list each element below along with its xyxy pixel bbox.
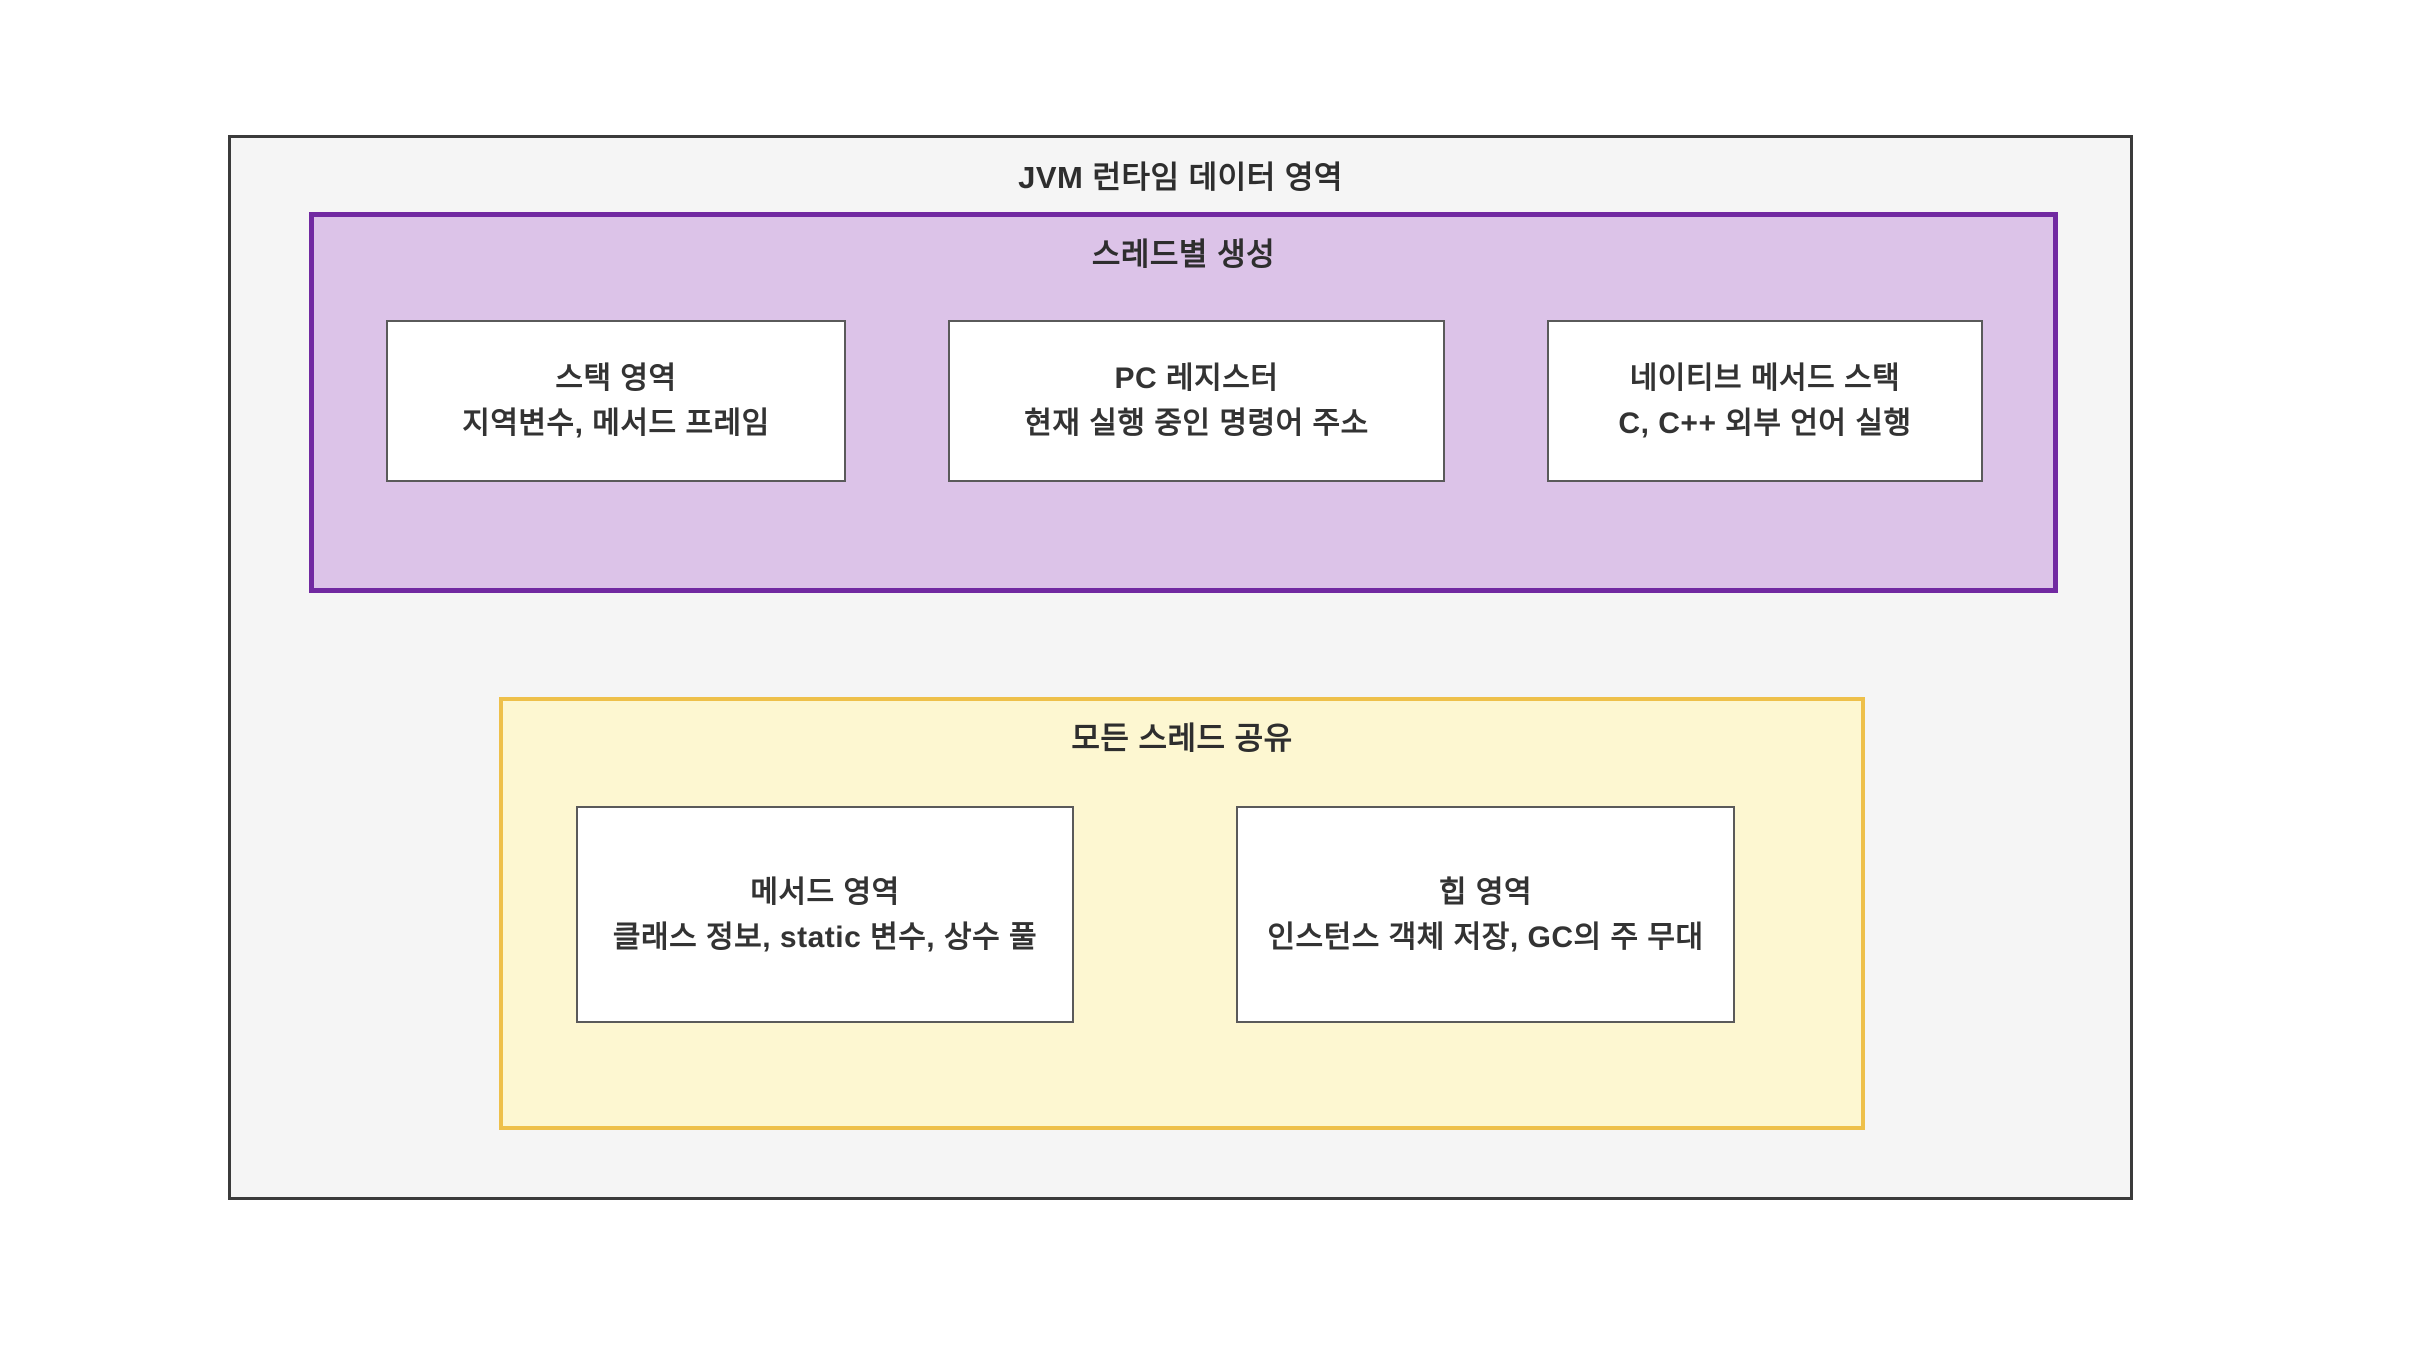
node-method-area-title: 메서드 영역 xyxy=(750,875,900,909)
group-all-threads-shared: 모든 스레드 공유 메서드 영역 클래스 정보, static 변수, 상수 풀… xyxy=(499,697,1865,1130)
node-pc-register: PC 레지스터 현재 실행 중인 명령어 주소 xyxy=(948,320,1445,482)
group-per-thread: 스레드별 생성 스택 영역 지역변수, 메서드 프레임 PC 레지스터 현재 실… xyxy=(309,212,2058,593)
node-native-method-stack-desc: C, C++ 외부 언어 실행 xyxy=(1618,407,1912,440)
diagram-title: JVM 런타임 데이터 영역 xyxy=(1018,160,1343,195)
node-heap-area-desc: 인스턴스 객체 저장, GC의 주 무대 xyxy=(1267,920,1704,954)
node-native-method-stack: 네이티브 메서드 스택 C, C++ 외부 언어 실행 xyxy=(1547,320,1983,482)
node-method-area-desc: 클래스 정보, static 변수, 상수 풀 xyxy=(612,920,1038,954)
node-pc-register-desc: 현재 실행 중인 명령어 주소 xyxy=(1024,407,1369,440)
node-stack-area-desc: 지역변수, 메서드 프레임 xyxy=(462,407,770,440)
node-stack-area-title: 스택 영역 xyxy=(555,362,677,395)
group-per-thread-title: 스레드별 생성 xyxy=(1091,237,1276,272)
node-heap-area-title: 힙 영역 xyxy=(1438,875,1533,909)
jvm-runtime-data-area-container: JVM 런타임 데이터 영역 스레드별 생성 스택 영역 지역변수, 메서드 프… xyxy=(228,135,2133,1200)
node-stack-area: 스택 영역 지역변수, 메서드 프레임 xyxy=(386,320,846,482)
node-heap-area: 힙 영역 인스턴스 객체 저장, GC의 주 무대 xyxy=(1236,806,1735,1023)
group-all-threads-shared-title: 모든 스레드 공유 xyxy=(1071,721,1293,756)
node-native-method-stack-title: 네이티브 메서드 스택 xyxy=(1629,362,1901,395)
node-pc-register-title: PC 레지스터 xyxy=(1114,362,1279,395)
node-method-area: 메서드 영역 클래스 정보, static 변수, 상수 풀 xyxy=(576,806,1074,1023)
